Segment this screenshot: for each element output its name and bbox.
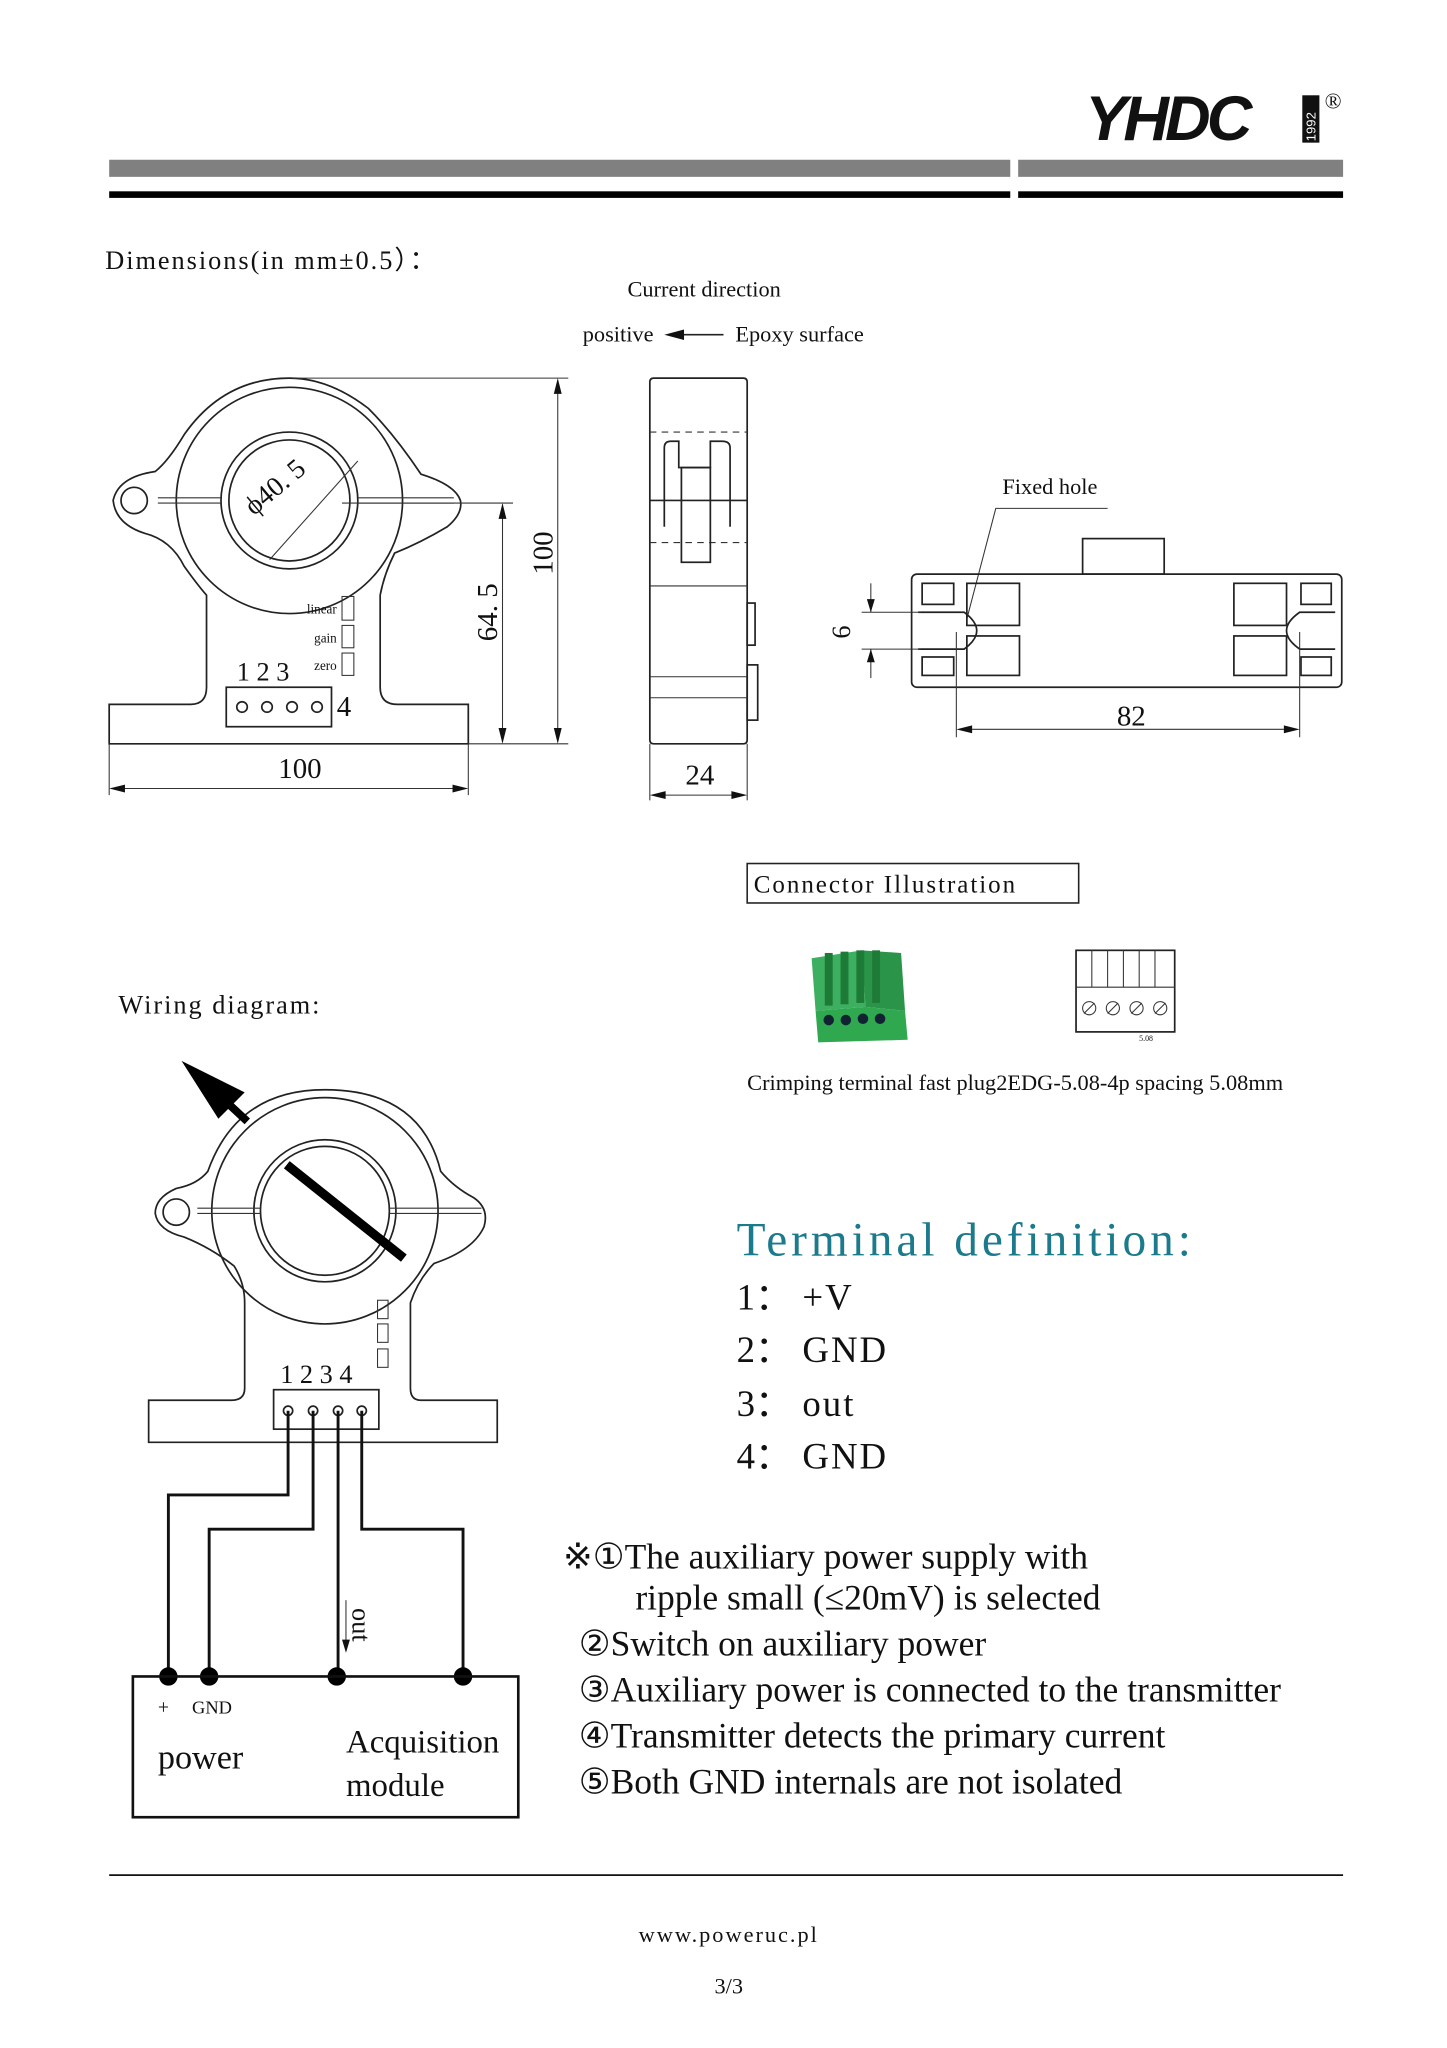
svg-text:module: module [346, 1768, 445, 1804]
connector-title-box [746, 862, 1080, 904]
svg-text:+V: +V [802, 1276, 853, 1317]
front-view-drawing: ϕ40. 5 linear gain zero 1 2 3 4 100 64. … [108, 377, 569, 796]
svg-text:⑤Both GND internals are not is: ⑤Both GND internals are not isolated [579, 1762, 1123, 1802]
svg-text:Fixed hole: Fixed hole [1002, 474, 1097, 499]
connector-line-drawing: 5.08 [1075, 949, 1176, 1043]
svg-text:GND: GND [192, 1697, 232, 1717]
svg-text:1992: 1992 [1303, 112, 1318, 141]
arrow-left-icon [664, 329, 724, 340]
current-arrow-icon [181, 1060, 250, 1125]
svg-text:1 2 3 4: 1 2 3 4 [280, 1360, 352, 1389]
yhdc-logo: YHDC 1992 ® [1085, 84, 1341, 154]
svg-text:1：: 1： [737, 1276, 792, 1317]
svg-text:power: power [158, 1740, 244, 1777]
svg-text:100: 100 [527, 531, 559, 574]
svg-text:1 2 3: 1 2 3 [237, 658, 290, 687]
wiring-heading: Wiring diagram: [118, 990, 321, 1019]
footer-website: www.poweruc.pl [639, 1922, 819, 1947]
svg-text:④Transmitter detects the prima: ④Transmitter detects the primary current [579, 1716, 1166, 1756]
epoxy-surface-label: Epoxy surface [735, 321, 864, 346]
terminal-title: Terminal definition: [737, 1215, 1195, 1267]
bottom-view-drawing: Fixed hole 6 82 [827, 474, 1343, 738]
green-connector-image [811, 950, 908, 1043]
current-direction-label: Current direction [627, 277, 780, 302]
svg-text:64. 5: 64. 5 [472, 583, 504, 641]
svg-text:Acquisition: Acquisition [346, 1725, 499, 1761]
svg-text:GND: GND [802, 1329, 888, 1370]
svg-text:2：: 2： [737, 1329, 792, 1370]
wiring-diagram-drawing: 1 2 3 4 out + GND power Acquisition modu… [131, 1060, 520, 1819]
svg-text:4：: 4： [737, 1436, 792, 1477]
svg-text:®: ® [1325, 88, 1342, 113]
header-gray-bar-right [1018, 159, 1344, 177]
svg-text:+: + [158, 1696, 169, 1718]
svg-text:82: 82 [1117, 700, 1146, 732]
connector-title: Connector Illustration [754, 871, 1017, 898]
page-number: 3/3 [714, 1973, 743, 1998]
connector-caption: Crimping terminal fast plug2EDG-5.08-4p … [747, 1070, 1284, 1095]
header-black-bar [109, 191, 1011, 198]
header-black-bar-right [1018, 191, 1344, 198]
svg-text:linear: linear [307, 602, 338, 617]
svg-text:100: 100 [278, 753, 321, 785]
svg-text:24: 24 [685, 760, 714, 792]
svg-text:③Auxiliary power is connected: ③Auxiliary power is connected to the tra… [579, 1669, 1281, 1709]
positive-label: positive [583, 321, 654, 346]
svg-text:ϕ40. 5: ϕ40. 5 [238, 452, 311, 521]
svg-text:GND: GND [802, 1436, 888, 1477]
svg-text:out: out [802, 1383, 855, 1424]
terminal-list: 1： +V 2： GND 3： out 4： GND [737, 1276, 888, 1477]
side-view-drawing: 24 [648, 377, 759, 801]
svg-text:ripple small (≤20mV) is select: ripple small (≤20mV) is selected [635, 1577, 1100, 1617]
svg-text:out: out [347, 1608, 376, 1642]
svg-text:gain: gain [314, 631, 337, 646]
svg-text:※①The auxiliary power supply w: ※①The auxiliary power supply with [563, 1537, 1088, 1577]
svg-text:5.08: 5.08 [1139, 1034, 1153, 1043]
header-gray-bar [109, 159, 1011, 177]
svg-text:zero: zero [314, 658, 337, 673]
notes-list: ※①The auxiliary power supply with ripple… [563, 1537, 1281, 1802]
svg-text:3：: 3： [737, 1383, 792, 1424]
svg-text:4: 4 [337, 691, 352, 723]
svg-text:6: 6 [827, 625, 856, 638]
svg-text:YHDC: YHDC [1085, 84, 1253, 154]
dimensions-heading: Dimensions(in mm±0.5）： [105, 246, 438, 275]
svg-text:②Switch on auxiliary power: ②Switch on auxiliary power [579, 1623, 987, 1663]
